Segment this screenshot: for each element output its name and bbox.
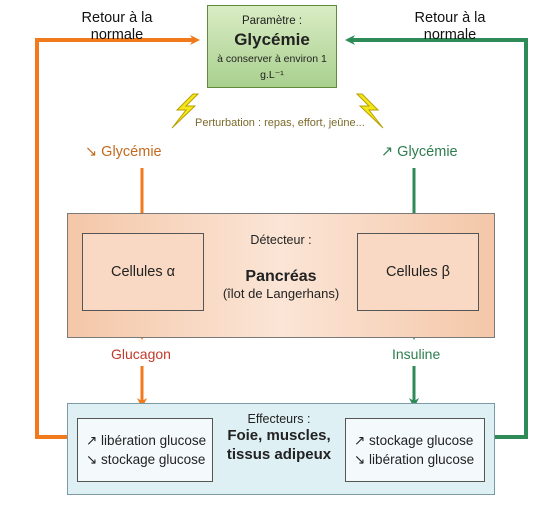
effectors-name-line2: tissus adipeux <box>226 446 332 463</box>
parameter-name: Glycémie <box>234 30 310 49</box>
detector-sub: (îlot de Langerhans) <box>222 286 340 301</box>
effector-left-line1: ↗ libération glucose <box>86 433 207 448</box>
high-glycemia-label: ↗ Glycémie <box>381 144 458 160</box>
glucagon-label: Glucagon <box>111 346 171 362</box>
low-glycemia-label: ↘ Glycémie <box>85 144 162 160</box>
insuline-label: Insuline <box>392 346 441 362</box>
right-feedback-line <box>345 35 528 439</box>
left-feedback-line <box>35 35 200 439</box>
effector-right-box: ↗ stockage glucose ↘ libération glucose <box>345 418 485 482</box>
parameter-title: Paramètre : <box>241 15 303 27</box>
effector-left-line2: ↘ stockage glucose <box>86 452 206 467</box>
parameter-goal: à conserver à environ 1 g.L⁻¹ <box>217 53 327 81</box>
effector-right-line2: ↘ libération glucose <box>354 452 475 467</box>
lightning-right-icon <box>355 93 384 129</box>
effector-left-box: ↗ libération glucose ↘ stockage glucose <box>77 418 213 482</box>
effector-right-line1: ↗ stockage glucose <box>354 433 474 448</box>
beta-cells-box: Cellules β <box>357 233 479 311</box>
lightning-left-icon <box>171 93 200 129</box>
effectors-name-line1: Foie, muscles, <box>227 427 331 444</box>
detector-name: Pancréas <box>245 268 317 285</box>
return-left-label: Retour à la normale <box>81 10 153 43</box>
effectors-center: Effecteurs : Foie, muscles, tissus adipe… <box>213 412 345 464</box>
perturbation-label: Perturbation : repas, effort, jeûne... <box>195 117 365 129</box>
detector-title: Détecteur : <box>250 233 312 247</box>
parameter-box: Paramètre : Glycémie à conserver à envir… <box>207 5 337 88</box>
return-right-label: Retour à la normale <box>414 10 486 43</box>
alpha-cells-box: Cellules α <box>82 233 204 311</box>
detector-center: Détecteur : Pancréas (îlot de Langerhans… <box>205 233 357 301</box>
effectors-title: Effecteurs : <box>247 412 311 426</box>
